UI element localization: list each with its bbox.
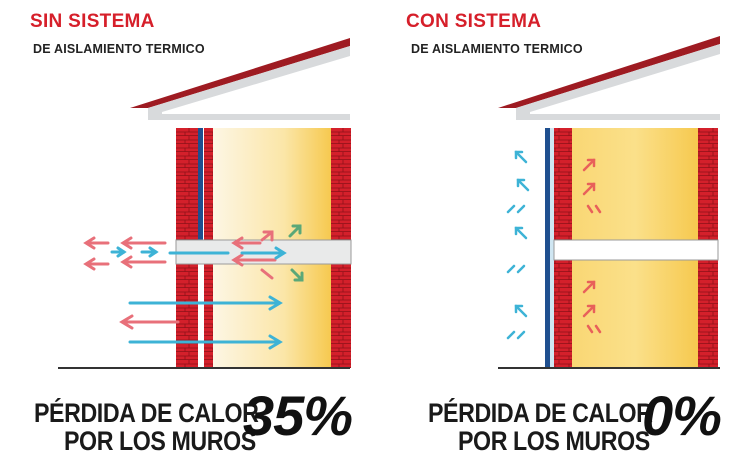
- floor-slab: [553, 239, 719, 261]
- heat-loss-percent: 35%: [243, 384, 353, 447]
- insulation-layer: [545, 128, 550, 368]
- heat-loss-arrows: [83, 224, 304, 350]
- cold-air-arrows: [506, 150, 530, 340]
- heat-loss-caption-line1: PÉRDIDA DE CALOR: [34, 398, 259, 428]
- panel-title: CON SISTEMA: [406, 11, 542, 32]
- panel-without-insulation: SIN SISTEMA DE AISLAMIENTO TERMICO: [30, 11, 353, 456]
- heat-loss-caption-line2: POR LOS MUROS: [458, 426, 650, 456]
- heat-loss-caption-line1: PÉRDIDA DE CALOR: [428, 398, 653, 428]
- wall-cavity: [198, 128, 203, 240]
- house-illustration-without-insulation: [58, 38, 352, 369]
- roof: [498, 36, 720, 120]
- panel-subtitle: DE AISLAMIENTO TERMICO: [33, 42, 205, 56]
- heat-loss-percent: 0%: [642, 384, 722, 447]
- panel-with-insulation: CON SISTEMA DE AISLAMIENTO TERMICO: [370, 0, 739, 459]
- roof: [130, 38, 350, 120]
- panel-title: SIN SISTEMA: [30, 11, 155, 32]
- insulation-gap: [550, 128, 554, 368]
- heat-loss-caption-line2: POR LOS MUROS: [64, 426, 256, 456]
- panel-subtitle: DE AISLAMIENTO TERMICO: [411, 42, 583, 56]
- retained-heat-arrows: [582, 158, 602, 334]
- house-illustration-with-insulation: [498, 36, 720, 369]
